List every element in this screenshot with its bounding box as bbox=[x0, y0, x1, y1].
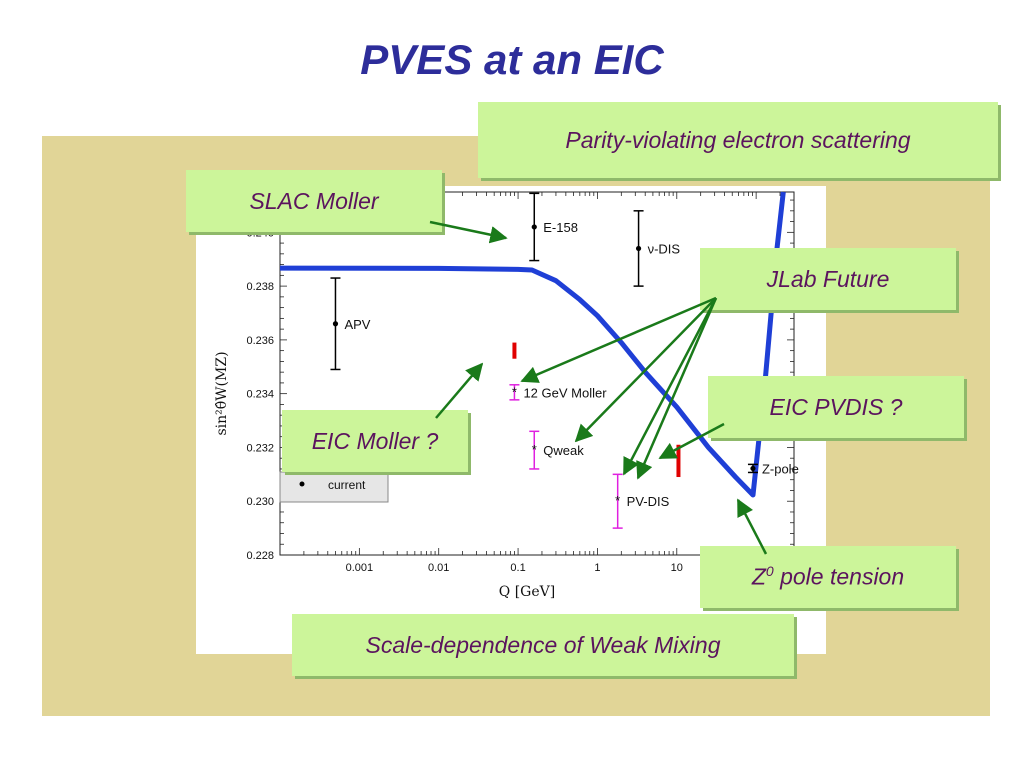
plot-frame bbox=[279, 191, 795, 556]
y-tick-label: 0.236 bbox=[246, 335, 274, 347]
legend-entry-current: current bbox=[328, 478, 366, 492]
point-e-158 bbox=[531, 224, 537, 230]
x-tick-label: 10 bbox=[671, 562, 683, 574]
x-tick-label: 1 bbox=[594, 562, 600, 574]
y-tick-label: 0.230 bbox=[246, 496, 274, 508]
x-axis-label: Q [GeV] bbox=[499, 584, 555, 600]
x-tick-label: 0.01 bbox=[428, 562, 449, 574]
y-axis-label: sin²θ̂W(MZ) bbox=[214, 351, 230, 435]
y-tick-label: 0.238 bbox=[246, 281, 274, 293]
callout-zpole-text: Z0 pole tension bbox=[751, 563, 905, 590]
y-tick-label: 0.228 bbox=[246, 550, 274, 562]
label-pv-dis: PV-DIS bbox=[627, 494, 670, 509]
callout-slac-text: SLAC Moller bbox=[249, 187, 379, 214]
label--dis: ν-DIS bbox=[648, 241, 681, 256]
point-pv-dis: * bbox=[615, 493, 620, 508]
label-qweak: Qweak bbox=[543, 443, 584, 458]
label-12-gev-moller: 12 GeV Moller bbox=[523, 385, 607, 400]
point-qweak: * bbox=[532, 442, 537, 457]
legend-marker bbox=[299, 481, 305, 487]
callout-jlab-text: JLab Future bbox=[766, 265, 890, 292]
callout-zpole-tension: Z0 pole tension bbox=[700, 546, 956, 608]
x-tick-label: 0.1 bbox=[510, 562, 525, 574]
point-12-gev-moller: * bbox=[512, 384, 517, 399]
label-e-158: E-158 bbox=[543, 220, 578, 235]
y-tick-label: 0.234 bbox=[246, 389, 274, 401]
x-tick-label: 0.001 bbox=[346, 562, 374, 574]
slide-title: PVES at an EIC bbox=[360, 36, 664, 83]
callout-jlab-future: JLab Future bbox=[700, 248, 956, 310]
legend-box bbox=[279, 471, 389, 503]
callout-parity-text: Parity-violating electron scattering bbox=[565, 126, 911, 153]
point-apv bbox=[332, 321, 339, 327]
callout-slac-moller: SLAC Moller bbox=[186, 170, 442, 232]
label-apv: APV bbox=[344, 317, 370, 332]
y-tick-label: 0.232 bbox=[246, 442, 274, 454]
point-z-pole bbox=[750, 465, 756, 472]
callout-eic-pvdis: EIC PVDIS ? bbox=[708, 376, 964, 438]
callout-eic-moller: EIC Moller ? bbox=[282, 410, 468, 472]
point--dis bbox=[635, 245, 642, 252]
callout-eic-moller-text: EIC Moller ? bbox=[311, 427, 439, 454]
callout-parity-violating: Parity-violating electron scattering bbox=[478, 102, 998, 178]
callout-scale-dependence: Scale-dependence of Weak Mixing bbox=[292, 614, 794, 676]
callout-scale-text: Scale-dependence of Weak Mixing bbox=[365, 631, 721, 658]
label-z-pole: Z-pole bbox=[762, 461, 799, 476]
callout-eic-pvdis-text: EIC PVDIS ? bbox=[769, 393, 903, 420]
